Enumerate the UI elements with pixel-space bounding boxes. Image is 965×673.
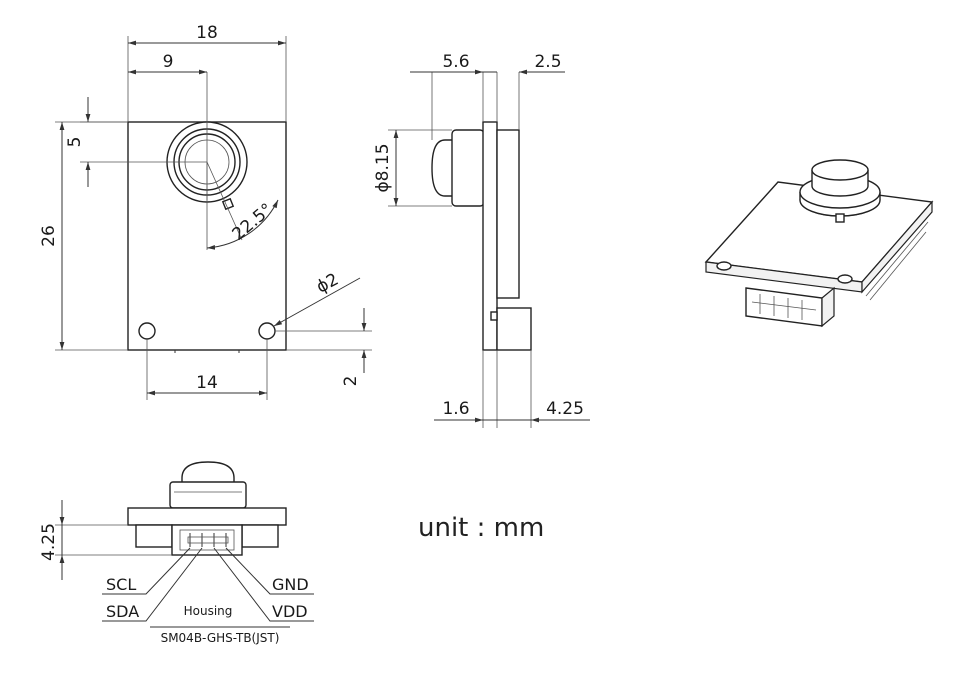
iso-connector-side xyxy=(821,286,835,328)
housing-label: Housing xyxy=(184,604,233,618)
mounting-hole-left xyxy=(138,322,156,340)
dim-lens-offset: 5 xyxy=(65,137,85,148)
dim-board-depth: 2.5 xyxy=(534,52,561,72)
bottom-lens-barrel xyxy=(169,481,247,509)
pin-label-scl: SCL xyxy=(106,575,136,594)
side-lens-barrel xyxy=(451,129,485,207)
dim-width-total: 18 xyxy=(196,23,218,43)
housing-part-number: SM04B-GHS-TB(JST) xyxy=(161,631,280,645)
bottom-connector xyxy=(171,524,243,556)
iso-hole-left xyxy=(716,261,732,271)
pin-label-sda: SDA xyxy=(106,602,139,621)
dim-half-width: 9 xyxy=(163,52,174,72)
iso-lens-tab xyxy=(835,213,845,223)
side-view: 5.6 2.5 ϕ8.15 1.6 4.25 xyxy=(373,52,590,428)
dim-pcb-thickness: 1.6 xyxy=(442,399,469,419)
iso-board-right-edge xyxy=(861,200,933,294)
leader-gnd xyxy=(225,547,314,595)
side-connector-pin xyxy=(490,311,498,321)
dim-connector-height: 4.25 xyxy=(39,523,59,561)
mounting-hole-right xyxy=(258,322,276,340)
leader-scl xyxy=(102,547,191,595)
front-view: 18 9 5 26 22.5° ϕ2 14 2 xyxy=(39,23,372,400)
leader-vdd xyxy=(213,547,314,622)
iso-lens-top xyxy=(811,159,869,181)
dim-lens-diameter: ϕ8.15 xyxy=(373,143,393,192)
bottom-lens-dome xyxy=(181,461,235,487)
isometric-view xyxy=(704,159,934,328)
side-connector xyxy=(496,307,532,351)
dim-connector-depth: 4.25 xyxy=(546,399,584,419)
bottom-pcb xyxy=(127,507,287,526)
leader-sda xyxy=(102,547,203,622)
iso-connector-front xyxy=(745,287,823,327)
side-lens-dome xyxy=(431,139,457,197)
bottom-pad-left xyxy=(135,524,173,548)
dim-lens-depth: 5.6 xyxy=(442,52,469,72)
pin-label-vdd: VDD xyxy=(272,602,308,621)
pin-label-gnd: GND xyxy=(272,575,309,594)
dim-height-total: 26 xyxy=(39,225,59,247)
bottom-pad-right xyxy=(241,524,279,548)
dim-hole-spacing: 14 xyxy=(196,373,218,393)
side-components xyxy=(496,129,520,299)
dim-hole-diameter: ϕ2 xyxy=(313,270,342,298)
dim-hole-edge: 2 xyxy=(341,376,361,387)
iso-hole-right xyxy=(837,274,853,284)
connector-view: 4.25 SCL SDA GND VDD Housing SM04B-GHS-T… xyxy=(39,461,314,645)
unit-label: unit : mm xyxy=(418,513,544,543)
